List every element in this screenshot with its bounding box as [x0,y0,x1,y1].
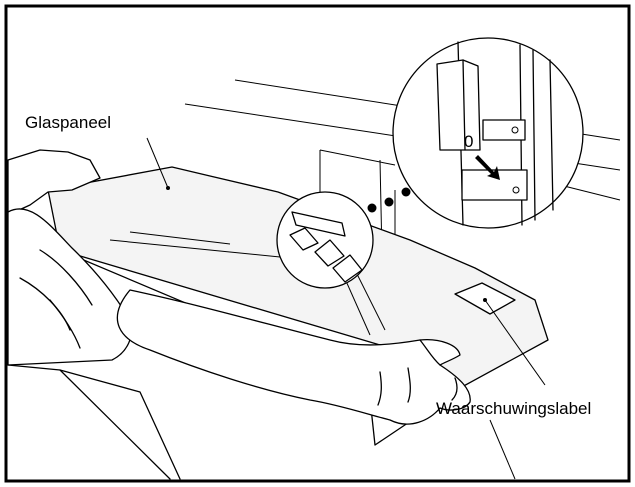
detail-circle-bracket [392,37,584,229]
warning-label-text: Waarschuwingslabel [436,399,591,418]
glass-panel-label: Glaspaneel [25,113,111,132]
detail-marker-text: 0 [464,132,473,151]
glass-panel-leader [146,137,169,189]
right-arm [59,289,471,480]
warning-label-leader [484,299,546,386]
mounting-pins [367,187,411,213]
detail-circle-panel-edge [276,191,374,289]
